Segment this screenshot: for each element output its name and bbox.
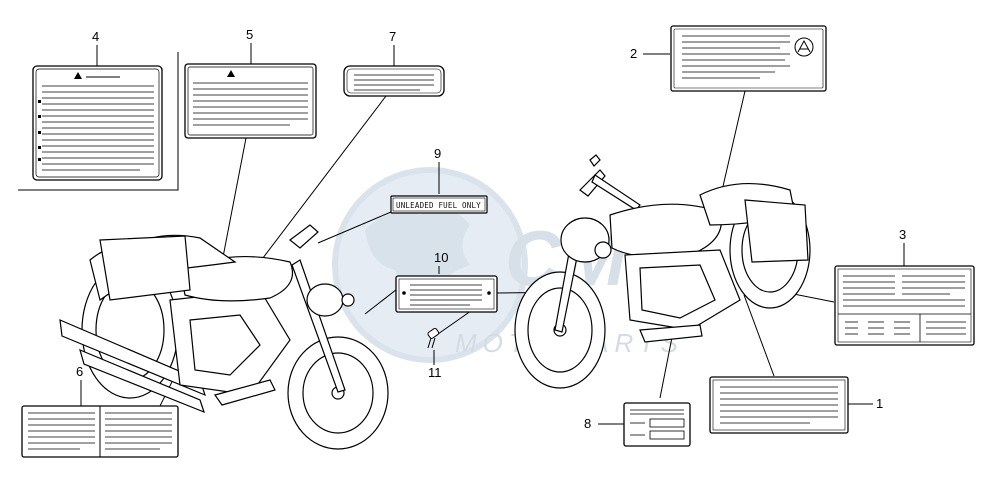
callout-1: 1 <box>876 396 883 411</box>
callout-8: 8 <box>584 416 591 431</box>
callout-4: 4 <box>92 29 99 44</box>
watermark-globe-ring <box>332 167 528 363</box>
callout-11: 11 <box>428 365 442 380</box>
label-3 <box>834 265 975 346</box>
label-1 <box>709 376 849 434</box>
warning-triangle-icon <box>227 70 235 77</box>
callout-9: 9 <box>434 146 441 161</box>
callout-10: 10 <box>434 250 448 265</box>
label-5 <box>184 63 317 139</box>
warning-triangle-icon <box>74 72 82 79</box>
label-2 <box>670 25 827 92</box>
callout-3: 3 <box>899 227 906 242</box>
callout-2: 2 <box>630 46 637 61</box>
callout-6: 6 <box>76 364 83 379</box>
label-6 <box>21 405 179 458</box>
part-11-rivet <box>427 327 440 349</box>
label-8 <box>623 402 691 447</box>
label-4 <box>32 65 163 181</box>
callout-5: 5 <box>246 27 253 42</box>
motorcycle-right <box>514 154 811 389</box>
label-10 <box>395 275 498 313</box>
callout-6-7: 7 <box>389 29 396 44</box>
label-9-text: UNLEADED FUEL ONLY <box>396 201 481 210</box>
label-9: UNLEADED FUEL ONLY <box>390 195 488 214</box>
motorcycle-left <box>59 224 389 450</box>
label-7 <box>343 65 445 97</box>
brand-logo-icon <box>794 37 814 57</box>
